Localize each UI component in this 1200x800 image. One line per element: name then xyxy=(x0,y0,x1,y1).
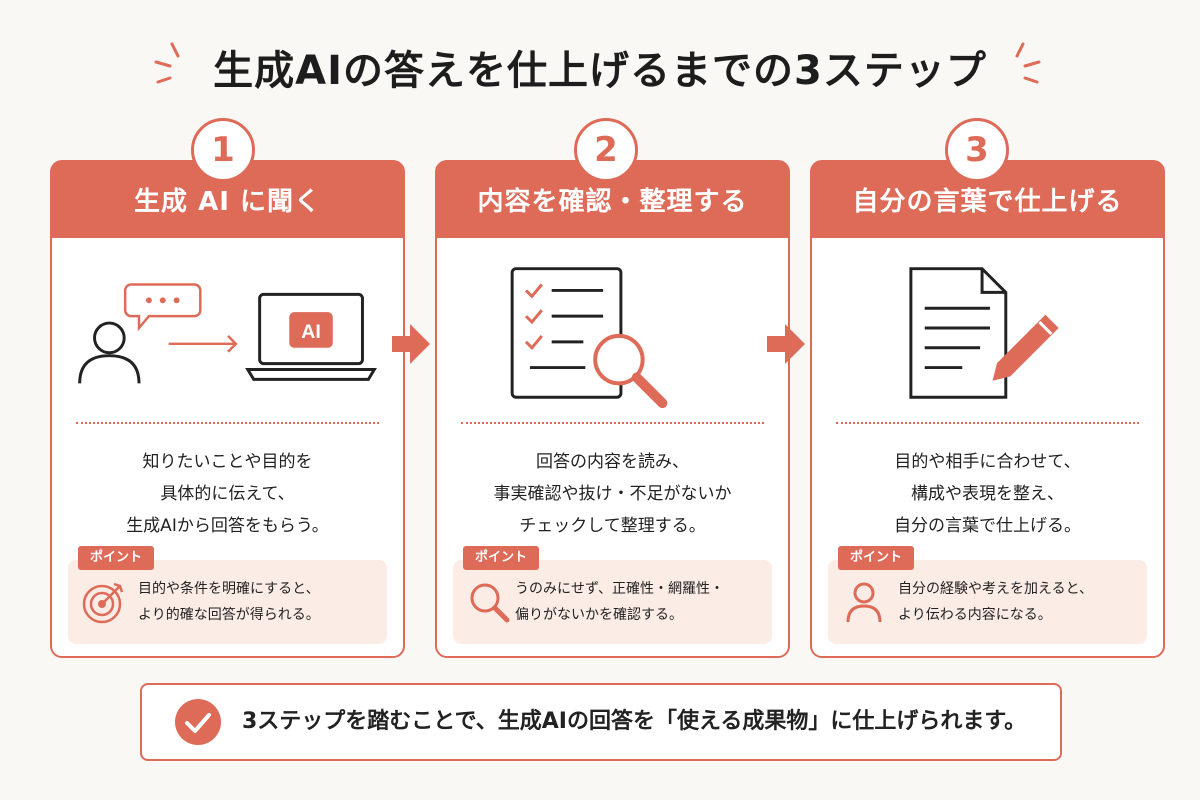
pencil-icon xyxy=(992,314,1059,381)
step-number-badge: 2 xyxy=(574,118,638,182)
point-tag: ポイント xyxy=(838,546,915,570)
summary-text: 3ステップを踏むことで、生成AIの回答を「使える成果物」に仕上げられます。 xyxy=(242,709,1027,734)
point-box: ポイント 目的や条件を明確にすると、 より的確な回答が得られる。 xyxy=(68,546,387,644)
step-number-badge: 1 xyxy=(191,118,255,182)
step-illustration xyxy=(909,267,1059,399)
step-description: 知りたいことや目的を 具体的に伝えて、 生成AIから回答をもらう。 xyxy=(126,452,329,536)
checklist-document-icon xyxy=(510,267,623,399)
target-icon xyxy=(82,582,124,624)
summary-box: 3ステップを踏むことで、生成AIの回答を「使える成果物」に仕上げられます。 xyxy=(140,683,1062,761)
point-tag: ポイント xyxy=(463,546,540,570)
point-text: 自分の経験や考えを加えると、 より伝わる内容になる。 xyxy=(898,581,1094,623)
spark-lines-icon xyxy=(154,42,180,84)
title-area: 生成AIの答えを仕上げるまでの3ステップ xyxy=(0,36,1200,106)
laptop-icon: AI xyxy=(245,292,377,381)
point-tag: ポイント xyxy=(78,546,155,570)
magnifier-icon xyxy=(470,583,510,623)
step-heading: 生成 AI に聞く xyxy=(52,162,403,238)
page-title: 生成AIの答えを仕上げるまでの3ステップ xyxy=(213,48,987,94)
step-illustration xyxy=(510,267,668,408)
laptop-ai-label: AI xyxy=(301,321,321,343)
dotted-divider xyxy=(76,422,379,424)
check-circle-icon xyxy=(175,699,221,745)
speech-bubble-icon xyxy=(123,283,202,332)
spark-lines-icon xyxy=(1015,42,1041,84)
point-text: うのみにせず、正確性・網羅性・ 偏りがないかを確認する。 xyxy=(515,581,725,623)
step-number-badge: 3 xyxy=(945,118,1009,182)
point-box: ポイント 自分の経験や考えを加えると、 より伝わる内容になる。 xyxy=(828,546,1147,644)
step-card-3: 自分の言葉で仕上げる 目的や相手に合わせて、 構成や表現を整え、 自分の言葉で仕… xyxy=(810,160,1165,658)
step-card-1: 生成 AI に聞く AI 知りたいことや目的を 具体的に伝えて、 生成AIから回… xyxy=(50,160,405,658)
point-text: 目的や条件を明確にすると、 より的確な回答が得られる。 xyxy=(138,581,320,623)
arrow-right-icon xyxy=(767,324,805,364)
magnifier-icon xyxy=(593,333,668,408)
person-icon xyxy=(78,321,141,384)
step-card-2: 内容を確認・整理する 回答の内容を読み、 事実確認や抜け・不足がないか チェック… xyxy=(435,160,790,658)
document-icon xyxy=(909,267,1008,399)
point-box: ポイント うのみにせず、正確性・網羅性・ 偏りがないかを確認する。 xyxy=(453,546,772,644)
step-illustration: AI xyxy=(78,283,377,384)
arrow-right-icon xyxy=(168,335,238,353)
step-description: 目的や相手に合わせて、 構成や表現を整え、 自分の言葉で仕上げる。 xyxy=(894,452,1081,536)
dotted-divider xyxy=(836,422,1139,424)
arrow-right-icon xyxy=(392,324,430,364)
dotted-divider xyxy=(461,422,764,424)
step-description: 回答の内容を読み、 事実確認や抜け・不足がないか チェックして整理する。 xyxy=(493,452,732,536)
step-heading: 内容を確認・整理する xyxy=(437,162,788,238)
person-icon xyxy=(846,582,882,623)
